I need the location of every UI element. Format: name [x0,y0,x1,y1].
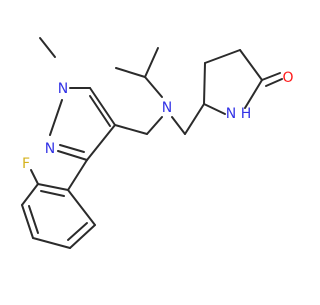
bond-c5-c4-ring [203,62,206,105]
lactam-n-label: N [226,106,236,122]
bond-ipr-me2 [144,47,159,78]
molecule-canvas: F N N N N H O [21,37,294,249]
bond-ph3-ph4 [21,204,34,239]
bond-ph6-ph1 [67,189,96,226]
bond-amine-ipr [144,76,163,98]
bond-ph4-ph5 [32,237,71,249]
structure-diagram: F N N N N H O [21,37,294,249]
amine-n-label: N [162,100,172,116]
bond-c3-n2-double [59,144,85,153]
bond-layer [21,37,283,249]
bond-ph1-ph2-double [40,190,65,197]
lactam-h-label: H [241,106,252,122]
fluorine-label: F [22,156,30,172]
bond-ch2-c5 [184,103,205,135]
pyrazole-n1-label: N [58,81,68,97]
bond-ph1-ph2 [37,183,69,191]
bond-c-f [30,169,39,185]
bond-c3-n2 [57,150,88,161]
bond-ph5-ph6-double [67,222,88,241]
bond-ph3-ph4-double [28,205,39,234]
bond-methyl-n1 [39,37,56,58]
bond-ph2-ph3 [21,183,39,206]
bond-c2-n-ring [244,79,263,109]
bond-ch2-amine [146,116,163,135]
bond-c5-c4 [89,87,116,126]
bond-c2-o-1 [261,72,281,81]
bond-c2-o-2 [265,78,283,87]
atom-layer: F N N N N H O [22,70,294,172]
bond-amine-ch2 [171,116,186,135]
bond-n2-n1 [49,99,63,136]
bond-ipr-me1 [115,67,146,78]
bond-c5-c4-double [89,95,111,127]
carbonyl-o-label: O [282,70,293,86]
bond-c4-c3-ring [204,49,241,64]
bond-c4-ch2 [114,124,148,135]
bond-c4-c3 [86,124,116,161]
bond-c3-c2-ring [239,49,263,81]
bond-n-c5-ring [203,103,226,115]
bond-ph5-ph6 [69,224,96,249]
pyrazole-n2-label: N [45,141,55,157]
bond-c3-phenyl [67,159,88,191]
